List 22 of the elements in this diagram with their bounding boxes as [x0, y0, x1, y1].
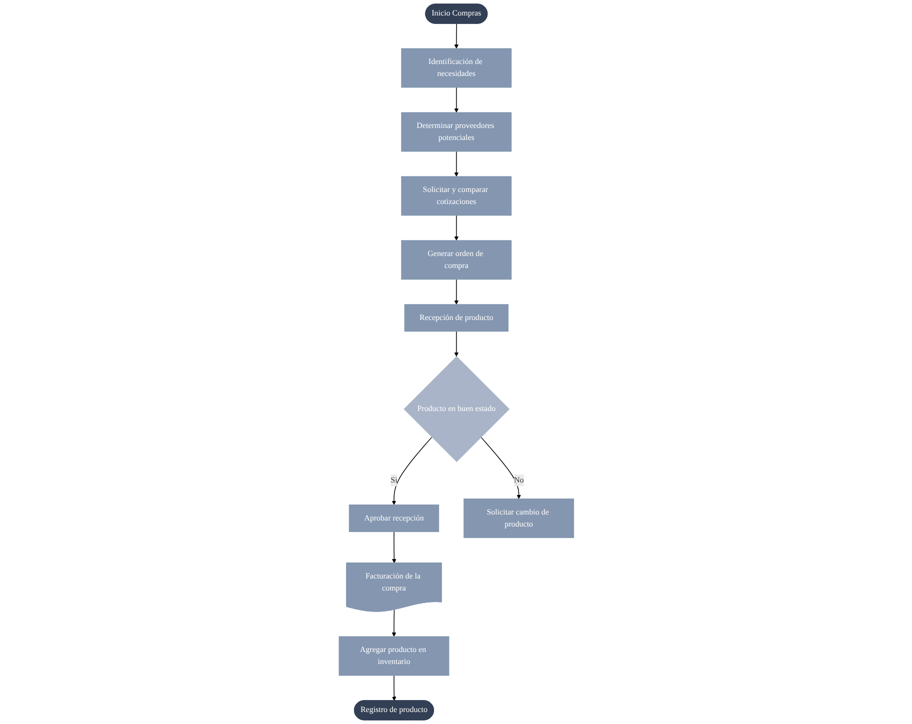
arrow — [454, 331, 458, 357]
arrow — [454, 279, 458, 305]
node-box: Determinar proveedores potenciales — [400, 112, 512, 152]
arrow — [454, 87, 458, 113]
arrow — [454, 215, 458, 241]
arrow — [480, 436, 521, 499]
node-box: Agregar producto en inventario — [338, 636, 449, 676]
arrow — [454, 23, 458, 49]
arrow — [454, 151, 458, 177]
node-diamond: Producto en buen estado — [403, 356, 510, 462]
node-box: Recepción de producto — [404, 304, 508, 332]
arrow — [392, 675, 396, 701]
node-box: Identificación de necesidades — [400, 48, 512, 88]
node-box: Solicitar y comparar cotizaciones — [400, 176, 512, 216]
node-box: Generar orden de compra — [400, 240, 512, 280]
node-box: Solicitar cambio de producto — [463, 498, 574, 538]
arrow — [391, 436, 432, 505]
arrow — [391, 609, 396, 637]
arrow — [392, 531, 396, 564]
node-box: Aprobar recepción — [348, 504, 439, 532]
edge-label: No — [514, 476, 524, 484]
edge-label: Si — [390, 476, 397, 484]
